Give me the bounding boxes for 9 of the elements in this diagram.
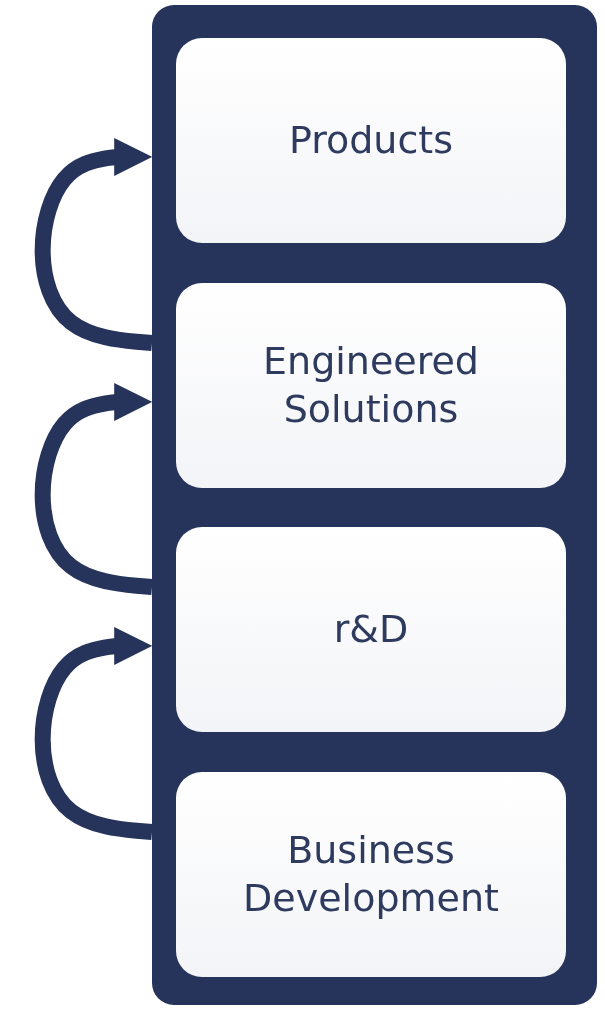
process-box bbox=[176, 772, 566, 977]
process-box bbox=[176, 38, 566, 243]
process-box bbox=[176, 283, 566, 488]
panel-background bbox=[152, 5, 597, 1005]
box-label: Products bbox=[288, 116, 454, 164]
box-label: Engineered Solutions bbox=[262, 338, 480, 433]
process-box bbox=[176, 527, 566, 732]
box-label: r&D bbox=[333, 605, 409, 653]
box-label: Business Development bbox=[242, 827, 500, 922]
